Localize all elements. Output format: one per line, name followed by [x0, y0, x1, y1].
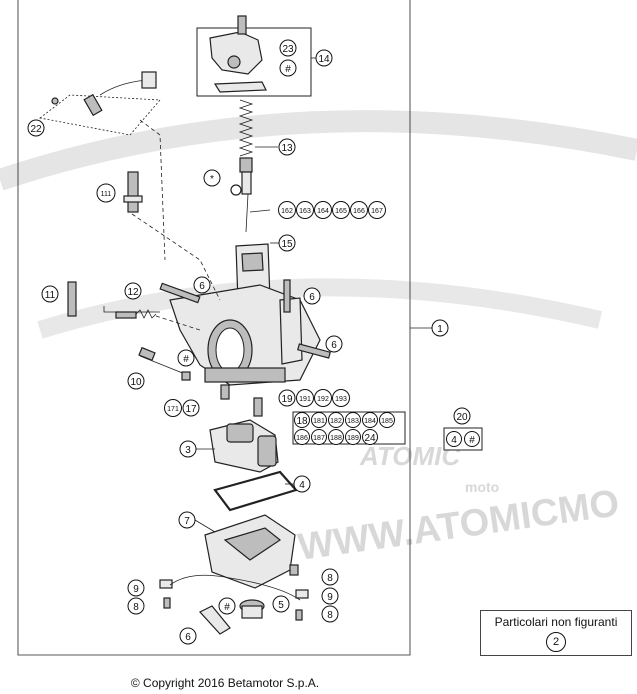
callout-183: 183	[347, 418, 359, 425]
callout-8a: 8	[133, 602, 139, 613]
callout-182: 182	[330, 418, 342, 425]
assembly-bracket	[17, 0, 411, 656]
callout-162: 162	[281, 208, 293, 215]
idle-screw	[138, 346, 191, 381]
float-bowl	[204, 514, 296, 589]
callout-23: 23	[282, 44, 294, 55]
callout-13: 13	[281, 143, 293, 154]
callout-181: 181	[313, 418, 325, 425]
callout-9b: 9	[327, 592, 333, 603]
callout-185: 185	[381, 418, 393, 425]
copyright-notice: © Copyright 2016 Betamotor S.p.A.	[130, 676, 320, 690]
callout-191: 191	[299, 396, 311, 403]
screw-11	[67, 281, 77, 317]
leader-needle	[249, 209, 271, 213]
float-sensor-plate	[209, 419, 279, 473]
callout-hash-2: #	[183, 354, 189, 365]
carburetor-body	[169, 284, 321, 386]
callout-hash-3: #	[224, 602, 230, 613]
callout-1: 1	[437, 324, 443, 335]
legend-number: 2	[546, 632, 566, 652]
callout-hash-4: #	[469, 435, 475, 446]
callout-186: 186	[296, 435, 308, 442]
leader-12	[103, 306, 160, 313]
clip-9a	[159, 579, 173, 589]
callout-20: 20	[456, 412, 468, 423]
drain-tube	[199, 605, 231, 635]
watermark-site-text: WWW.ATOMICMO	[295, 482, 621, 569]
callout-8c: 8	[327, 573, 333, 584]
callout-15: 15	[281, 239, 293, 250]
callouts: 1 14 23 # 22 13 * 111 162 163 164 165 16…	[27, 39, 483, 645]
callout-11: 11	[45, 290, 56, 301]
carb-top-cap	[209, 15, 267, 93]
pin-6c	[297, 343, 331, 359]
callout-184: 184	[364, 418, 376, 425]
callout-6a: 6	[199, 281, 205, 292]
callout-4b: 4	[451, 435, 457, 446]
watermark-brand-sub: moto	[465, 479, 499, 495]
callout-5: 5	[278, 600, 284, 611]
callout-192: 192	[317, 396, 329, 403]
clip-9b	[295, 589, 309, 599]
callout-hash-1: #	[285, 64, 291, 75]
leader-7	[194, 519, 216, 533]
callout-14: 14	[318, 54, 330, 65]
callout-19: 19	[281, 394, 293, 405]
callout-3: 3	[185, 445, 191, 456]
callout-18: 18	[296, 416, 308, 427]
callout-189: 189	[347, 435, 359, 442]
callout-6d: 6	[185, 632, 191, 643]
throttle-sensor	[39, 71, 161, 136]
callout-171: 171	[167, 406, 179, 413]
pin-6b	[283, 279, 291, 313]
callout-9a: 9	[133, 584, 139, 595]
callout-166: 166	[353, 208, 365, 215]
callout-17: 17	[185, 404, 197, 415]
callout-24: 24	[364, 433, 376, 444]
throttle-spring	[238, 99, 254, 233]
choke-plunger	[123, 171, 143, 213]
screw-8a	[163, 597, 171, 609]
callout-165: 165	[335, 208, 347, 215]
not-shown-parts-legend: Particolari non figuranti 2	[480, 610, 632, 656]
drain-hose	[169, 574, 301, 601]
callout-187: 187	[313, 435, 325, 442]
callout-193: 193	[335, 396, 347, 403]
drain-plug	[239, 599, 265, 619]
legend-title: Particolari non figuranti	[494, 615, 618, 629]
callout-6c: 6	[331, 340, 337, 351]
callout-7: 7	[184, 516, 190, 527]
sensor-path	[139, 119, 166, 261]
pilot-jet	[220, 384, 230, 400]
callout-10: 10	[130, 377, 142, 388]
float-bowl-gasket	[213, 470, 298, 512]
screw-8c	[289, 564, 299, 576]
watermark: WWW.ATOMICMO moto ATOMIC	[0, 110, 637, 569]
callout-12: 12	[127, 287, 139, 298]
callout-188: 188	[330, 435, 342, 442]
callout-8b: 8	[327, 610, 333, 621]
callout-163: 163	[299, 208, 311, 215]
pin-6a	[159, 282, 201, 304]
callout-4: 4	[299, 480, 305, 491]
o-ring	[230, 184, 242, 196]
callout-star: *	[210, 174, 214, 185]
callout-22: 22	[30, 124, 42, 135]
screw-8b	[295, 609, 303, 621]
callout-167: 167	[371, 208, 383, 215]
callout-111: 111	[101, 191, 112, 198]
callout-6b: 6	[309, 292, 315, 303]
main-jet	[253, 397, 263, 417]
callout-164: 164	[317, 208, 329, 215]
